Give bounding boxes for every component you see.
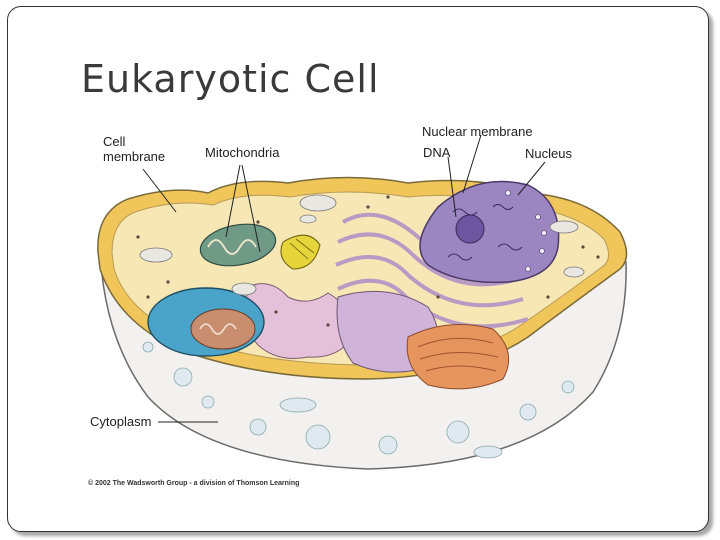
eukaryotic-cell-illustration bbox=[97, 134, 628, 470]
cytoplasm-vesicles bbox=[142, 341, 575, 459]
nuclear-membrane-label: Nuclear membrane bbox=[422, 124, 533, 139]
mitochondria-label: Mitochondria bbox=[205, 145, 280, 160]
yellow-organelle bbox=[280, 234, 321, 270]
cell-membrane-label-line1: Cell bbox=[103, 134, 126, 149]
mitochondrion-lower bbox=[147, 287, 265, 357]
cytoplasm-label: Cytoplasm bbox=[90, 414, 152, 429]
ribosomes bbox=[136, 195, 600, 327]
slide-title: Eukaryotic Cell bbox=[81, 57, 380, 101]
cell-membrane-label: Cell membrane bbox=[103, 134, 165, 164]
cell-membrane-label-line2: membrane bbox=[103, 149, 166, 164]
surface-vesicles bbox=[139, 194, 585, 296]
nucleus-label: Nucleus bbox=[525, 146, 572, 161]
copyright-notice: © 2002 The Wadsworth Group - a division … bbox=[88, 480, 300, 487]
dna-chromatin bbox=[447, 204, 523, 261]
slide: Eukaryotic Cell bbox=[7, 6, 709, 532]
label-leader-lines bbox=[142, 134, 546, 423]
golgi-apparatus bbox=[406, 324, 510, 390]
dna-label: DNA bbox=[423, 145, 451, 160]
